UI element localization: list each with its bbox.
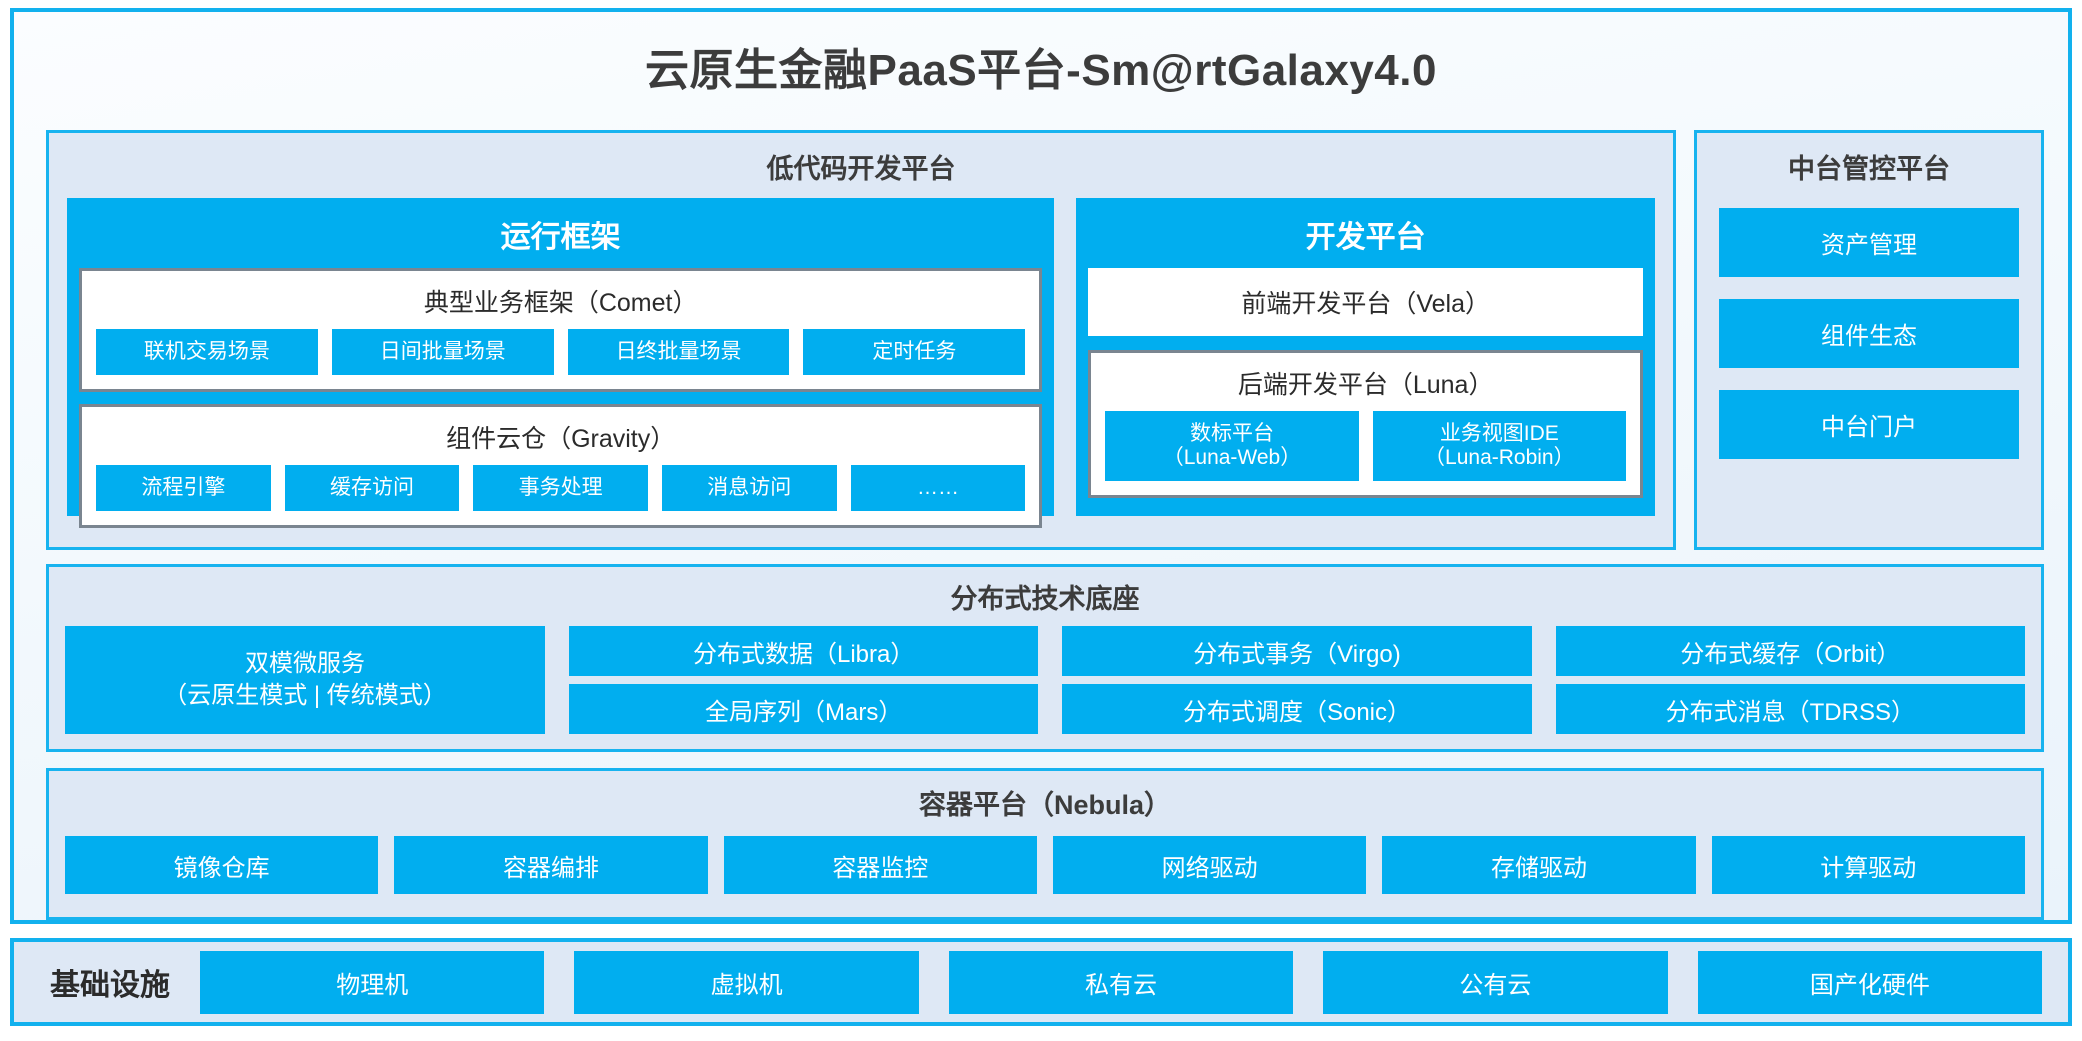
backend-dev-platform-luna-group: 后端开发平台（Luna） 数标平台 （Luna-Web） 业务视图IDE （Lu… (1088, 350, 1643, 499)
management-platform-panel: 中台管控平台 资产管理 组件生态 中台门户 (1694, 130, 2044, 550)
backend-dev-platform-title: 后端开发平台（Luna） (1237, 371, 1494, 399)
luna-web-label: 数标平台 (1189, 422, 1274, 445)
comet-title: 典型业务框架（Comet） (423, 289, 698, 317)
container-item-network-driver[interactable]: 网络驱动 (1052, 836, 1367, 894)
gravity-items: 流程引擎 缓存访问 事务处理 消息访问 …… (96, 465, 1026, 512)
container-platform-title: 容器平台（Nebula） (918, 790, 1172, 820)
infra-item-domestic-hardware[interactable]: 国产化硬件 (1697, 950, 2043, 1014)
dist-item-libra[interactable]: 分布式数据（Libra） (569, 626, 1039, 676)
distributed-base-panel: 分布式技术底座 双模微服务 （云原生模式 | 传统模式） 分布式数据（Libra… (46, 564, 2044, 752)
dist-column-3: 分布式缓存（Orbit） 分布式消息（TDRSS） (1555, 626, 2025, 734)
runtime-framework-title: 运行框架 (500, 221, 621, 254)
luna-web-sub: （Luna-Web） (1162, 446, 1302, 470)
dist-item-dual-mode-microservice[interactable]: 双模微服务 （云原生模式 | 传统模式） (65, 626, 545, 734)
dist-item-tdrss[interactable]: 分布式消息（TDRSS） (1555, 684, 2025, 734)
comet-group: 典型业务框架（Comet） 联机交易场景 日间批量场景 日终批量场景 定时任务 (79, 268, 1043, 393)
infra-item-private-cloud[interactable]: 私有云 (948, 950, 1294, 1014)
infra-item-public-cloud[interactable]: 公有云 (1323, 950, 1668, 1014)
mgmt-item-portal[interactable]: 中台门户 (1719, 390, 2019, 459)
dual-mode-line1: 双模微服务 (245, 649, 365, 677)
development-platform-card: 开发平台 前端开发平台（Vela） 后端开发平台（Luna） 数标平台 （Lun… (1076, 198, 1655, 516)
distributed-base-body: 双模微服务 （云原生模式 | 传统模式） 分布式数据（Libra） 全局序列（M… (65, 626, 2025, 734)
comet-items: 联机交易场景 日间批量场景 日终批量场景 定时任务 (96, 329, 1026, 376)
container-platform-panel: 容器平台（Nebula） 镜像仓库 容器编排 容器监控 网络驱动 存储驱动 计算… (46, 768, 2044, 920)
page-title: 云原生金融PaaS平台-Sm@rtGalaxy4.0 (645, 46, 1437, 95)
dist-item-virgo[interactable]: 分布式事务（Virgo) (1062, 626, 1532, 676)
dist-column-2: 分布式事务（Virgo) 分布式调度（Sonic） (1062, 626, 1532, 734)
infra-item-virtual-machine[interactable]: 虚拟机 (574, 950, 919, 1014)
gravity-item-more[interactable]: …… (850, 465, 1026, 512)
comet-item-intraday-batch[interactable]: 日间批量场景 (331, 329, 554, 376)
dist-item-sonic[interactable]: 分布式调度（Sonic） (1062, 684, 1532, 734)
dist-item-mars[interactable]: 全局序列（Mars） (569, 684, 1039, 734)
infrastructure-items: 物理机 虚拟机 私有云 公有云 国产化硬件 (200, 950, 2043, 1014)
gravity-group: 组件云仓（Gravity） 流程引擎 缓存访问 事务处理 消息访问 …… (79, 404, 1043, 529)
infrastructure-label: 基础设施 (50, 969, 170, 1002)
gravity-title: 组件云仓（Gravity） (446, 425, 676, 454)
gravity-item-transaction-processing[interactable]: 事务处理 (473, 465, 648, 512)
luna-item-luna-web[interactable]: 数标平台 （Luna-Web） (1105, 411, 1359, 482)
management-platform-title: 中台管控平台 (1788, 154, 1950, 184)
gravity-item-process-engine[interactable]: 流程引擎 (96, 465, 271, 512)
container-platform-items: 镜像仓库 容器编排 容器监控 网络驱动 存储驱动 计算驱动 (65, 836, 2025, 894)
gravity-item-message-access[interactable]: 消息访问 (661, 465, 837, 512)
luna-items: 数标平台 （Luna-Web） 业务视图IDE （Luna-Robin） (1105, 411, 1626, 482)
luna-item-luna-robin[interactable]: 业务视图IDE （Luna-Robin） (1372, 411, 1626, 482)
lowcode-platform-title: 低代码开发平台 (766, 154, 956, 184)
runtime-framework-card: 运行框架 典型业务框架（Comet） 联机交易场景 日间批量场景 日终批量场景 … (67, 198, 1055, 529)
container-item-storage-driver[interactable]: 存储驱动 (1382, 836, 1696, 894)
comet-item-eod-batch[interactable]: 日终批量场景 (567, 329, 790, 376)
container-item-compute-driver[interactable]: 计算驱动 (1711, 836, 2025, 894)
container-item-orchestration[interactable]: 容器编排 (394, 836, 708, 894)
mgmt-item-component-ecosystem[interactable]: 组件生态 (1719, 299, 2019, 368)
development-platform-title: 开发平台 (1305, 221, 1426, 254)
infra-item-physical-machine[interactable]: 物理机 (200, 950, 545, 1014)
dual-mode-line2: （云原生模式 | 传统模式） (163, 682, 447, 709)
container-item-image-registry[interactable]: 镜像仓库 (65, 836, 379, 894)
comet-item-scheduled-task[interactable]: 定时任务 (803, 329, 1026, 376)
luna-robin-label: 业务视图IDE (1439, 422, 1559, 445)
frontend-dev-platform-vela[interactable]: 前端开发平台（Vela） (1088, 268, 1643, 336)
dist-column-1: 分布式数据（Libra） 全局序列（Mars） (569, 626, 1039, 734)
dist-item-orbit[interactable]: 分布式缓存（Orbit） (1555, 626, 2025, 676)
lowcode-platform-body: 运行框架 典型业务框架（Comet） 联机交易场景 日间批量场景 日终批量场景 … (67, 198, 1655, 529)
comet-item-online-transaction[interactable]: 联机交易场景 (96, 329, 318, 376)
infrastructure-panel: 基础设施 物理机 虚拟机 私有云 公有云 国产化硬件 (10, 938, 2072, 1026)
distributed-base-title: 分布式技术底座 (950, 584, 1140, 614)
gravity-item-cache-access[interactable]: 缓存访问 (284, 465, 460, 512)
platform-outer-frame: 云原生金融PaaS平台-Sm@rtGalaxy4.0 低代码开发平台 运行框架 … (10, 8, 2072, 924)
top-row: 低代码开发平台 运行框架 典型业务框架（Comet） 联机交易场景 日间批量场景… (46, 130, 2044, 550)
mgmt-item-asset-management[interactable]: 资产管理 (1719, 208, 2019, 277)
container-item-monitoring[interactable]: 容器监控 (723, 836, 1037, 894)
luna-robin-sub: （Luna-Robin） (1424, 446, 1575, 470)
lowcode-platform-panel: 低代码开发平台 运行框架 典型业务框架（Comet） 联机交易场景 日间批量场景… (46, 130, 1676, 550)
